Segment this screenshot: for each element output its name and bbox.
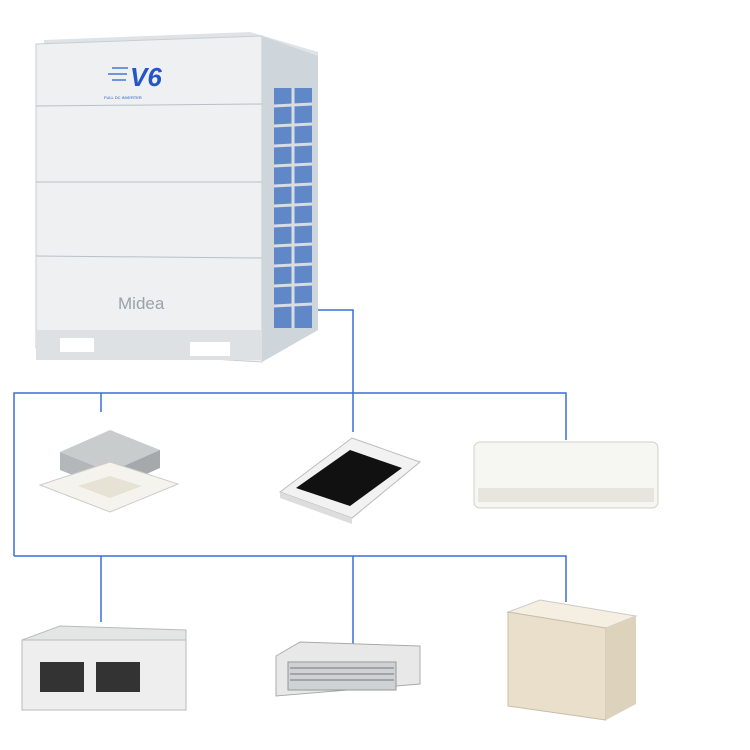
slim-duct-unit <box>275 641 421 697</box>
base-slot <box>190 342 230 356</box>
high-static-duct-unit <box>21 625 187 711</box>
v6-logo: V6 <box>130 62 162 92</box>
wall-mounted-unit <box>473 441 659 509</box>
brand-logo: Midea <box>118 294 165 313</box>
upper-branch-line <box>13 392 567 556</box>
lower-branch-line <box>14 555 567 602</box>
four-way-cassette-unit <box>38 430 180 513</box>
refrigerant-piping <box>13 309 567 646</box>
outdoor-unit: V6 FULL DC INVERTER Midea <box>35 32 318 363</box>
logo-speed-lines <box>108 67 128 81</box>
floor-standing-unit <box>506 599 638 721</box>
one-way-cassette-unit <box>278 437 422 524</box>
main-pipe <box>318 309 354 432</box>
side-grille <box>273 88 313 328</box>
logo-tagline: FULL DC INVERTER <box>104 95 142 100</box>
base-slot <box>60 338 94 352</box>
